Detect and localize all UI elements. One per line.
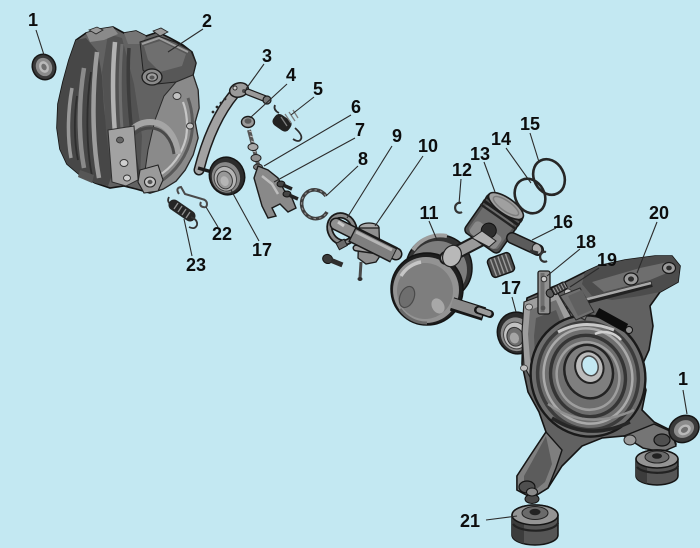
svg-text:11: 11 [419, 203, 438, 223]
svg-text:2: 2 [202, 11, 212, 31]
svg-text:17: 17 [252, 240, 272, 260]
svg-text:13: 13 [470, 144, 490, 164]
svg-text:4: 4 [286, 65, 296, 85]
svg-text:12: 12 [452, 160, 472, 180]
svg-text:20: 20 [649, 203, 669, 223]
svg-text:14: 14 [491, 129, 511, 149]
svg-text:1: 1 [678, 369, 688, 389]
svg-text:1: 1 [28, 10, 38, 30]
svg-text:5: 5 [313, 79, 323, 99]
svg-text:7: 7 [355, 120, 365, 140]
svg-text:22: 22 [212, 224, 232, 244]
svg-text:6: 6 [351, 97, 361, 117]
svg-text:17: 17 [501, 278, 521, 298]
svg-text:15: 15 [520, 114, 540, 134]
svg-text:18: 18 [576, 232, 596, 252]
svg-text:8: 8 [358, 149, 368, 169]
svg-text:16: 16 [553, 212, 573, 232]
svg-text:21: 21 [460, 511, 480, 531]
svg-text:10: 10 [418, 136, 438, 156]
svg-text:9: 9 [392, 126, 402, 146]
svg-text:19: 19 [597, 250, 617, 270]
svg-text:3: 3 [262, 46, 272, 66]
svg-text:23: 23 [186, 255, 206, 275]
